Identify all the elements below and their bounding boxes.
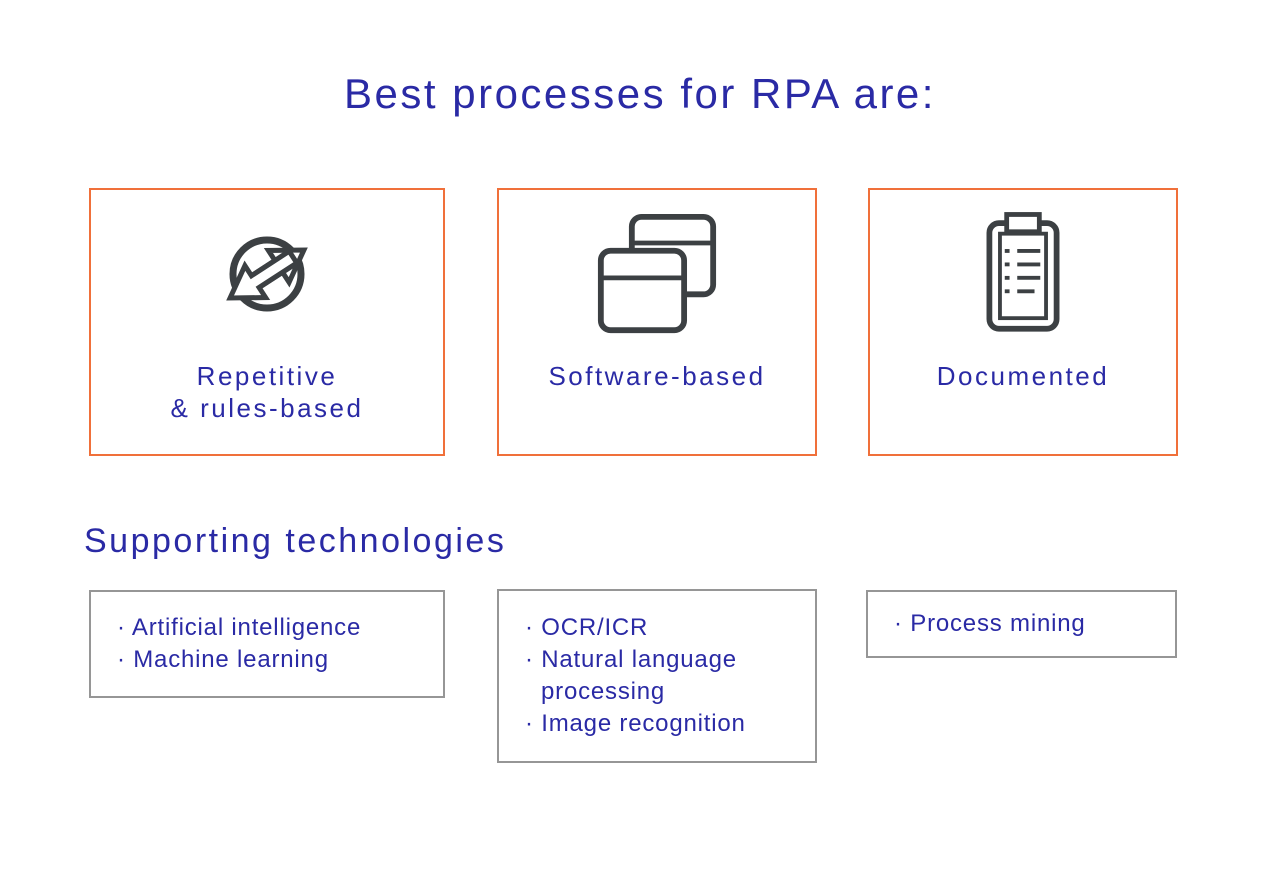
section-heading-supporting-technologies: Supporting technologies [84, 522, 507, 560]
tech-item: · Process mining [894, 610, 1086, 637]
clipboard-checklist-icon [975, 190, 1071, 358]
tech-item: · Image recognition [525, 710, 746, 737]
process-label-line: Documented [936, 361, 1110, 391]
tech-box-process-mining: · Process mining [866, 590, 1177, 658]
process-box-repetitive: Repetitive & rules-based [89, 188, 445, 456]
tech-box-ai-ml: · Artificial intelligence · Machine lear… [89, 590, 445, 698]
process-label-line: & rules-based [170, 393, 364, 423]
process-label-software: Software-based [548, 360, 765, 392]
tech-box-ocr-nlp-image: · OCR/ICR · Natural language processing … [497, 589, 817, 763]
sync-arrows-icon [220, 190, 314, 358]
tech-item: · OCR/ICR [525, 614, 649, 641]
tech-item: · Machine learning [117, 646, 329, 673]
app-windows-icon [596, 190, 718, 358]
page-title: Best processes for RPA are: [344, 70, 936, 117]
process-label-repetitive: Repetitive & rules-based [171, 360, 364, 424]
process-box-software: Software-based [497, 188, 817, 456]
tech-item: · Artificial intelligence [117, 614, 362, 641]
tech-item: · Natural language processing [525, 646, 737, 705]
process-label-line: Repetitive [196, 361, 338, 391]
process-label-documented: Documented [937, 360, 1109, 392]
process-box-documented: Documented [868, 188, 1178, 456]
process-label-line: Software-based [548, 361, 766, 391]
